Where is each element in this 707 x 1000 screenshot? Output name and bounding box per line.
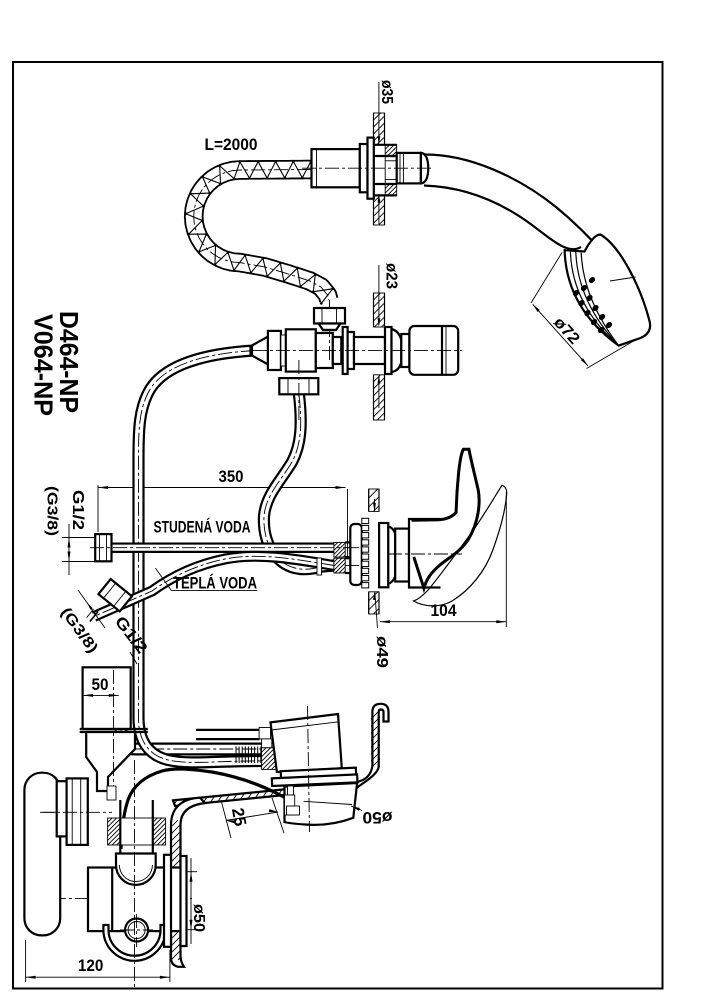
- svg-text:(G3/8): (G3/8): [44, 486, 61, 536]
- svg-text:ø23: ø23: [383, 263, 400, 289]
- svg-text:TEPLÁ VODA: TEPLÁ VODA: [173, 574, 257, 593]
- svg-text:L=2000: L=2000: [205, 135, 258, 154]
- svg-text:ø50: ø50: [363, 808, 393, 827]
- svg-text:ø49: ø49: [373, 636, 390, 668]
- svg-text:V064-NP: V064-NP: [29, 314, 59, 416]
- svg-text:D464-NP: D464-NP: [54, 311, 84, 413]
- svg-text:104: 104: [431, 601, 457, 620]
- svg-text:STUDENÁ VODA: STUDENÁ VODA: [154, 518, 251, 537]
- svg-text:350: 350: [219, 467, 244, 486]
- svg-text:50: 50: [92, 675, 109, 694]
- svg-text:120: 120: [78, 956, 104, 975]
- svg-text:ø50: ø50: [190, 904, 207, 932]
- svg-text:G1/2: G1/2: [69, 490, 86, 530]
- svg-text:25: 25: [228, 807, 250, 828]
- svg-text:ø35: ø35: [378, 80, 395, 104]
